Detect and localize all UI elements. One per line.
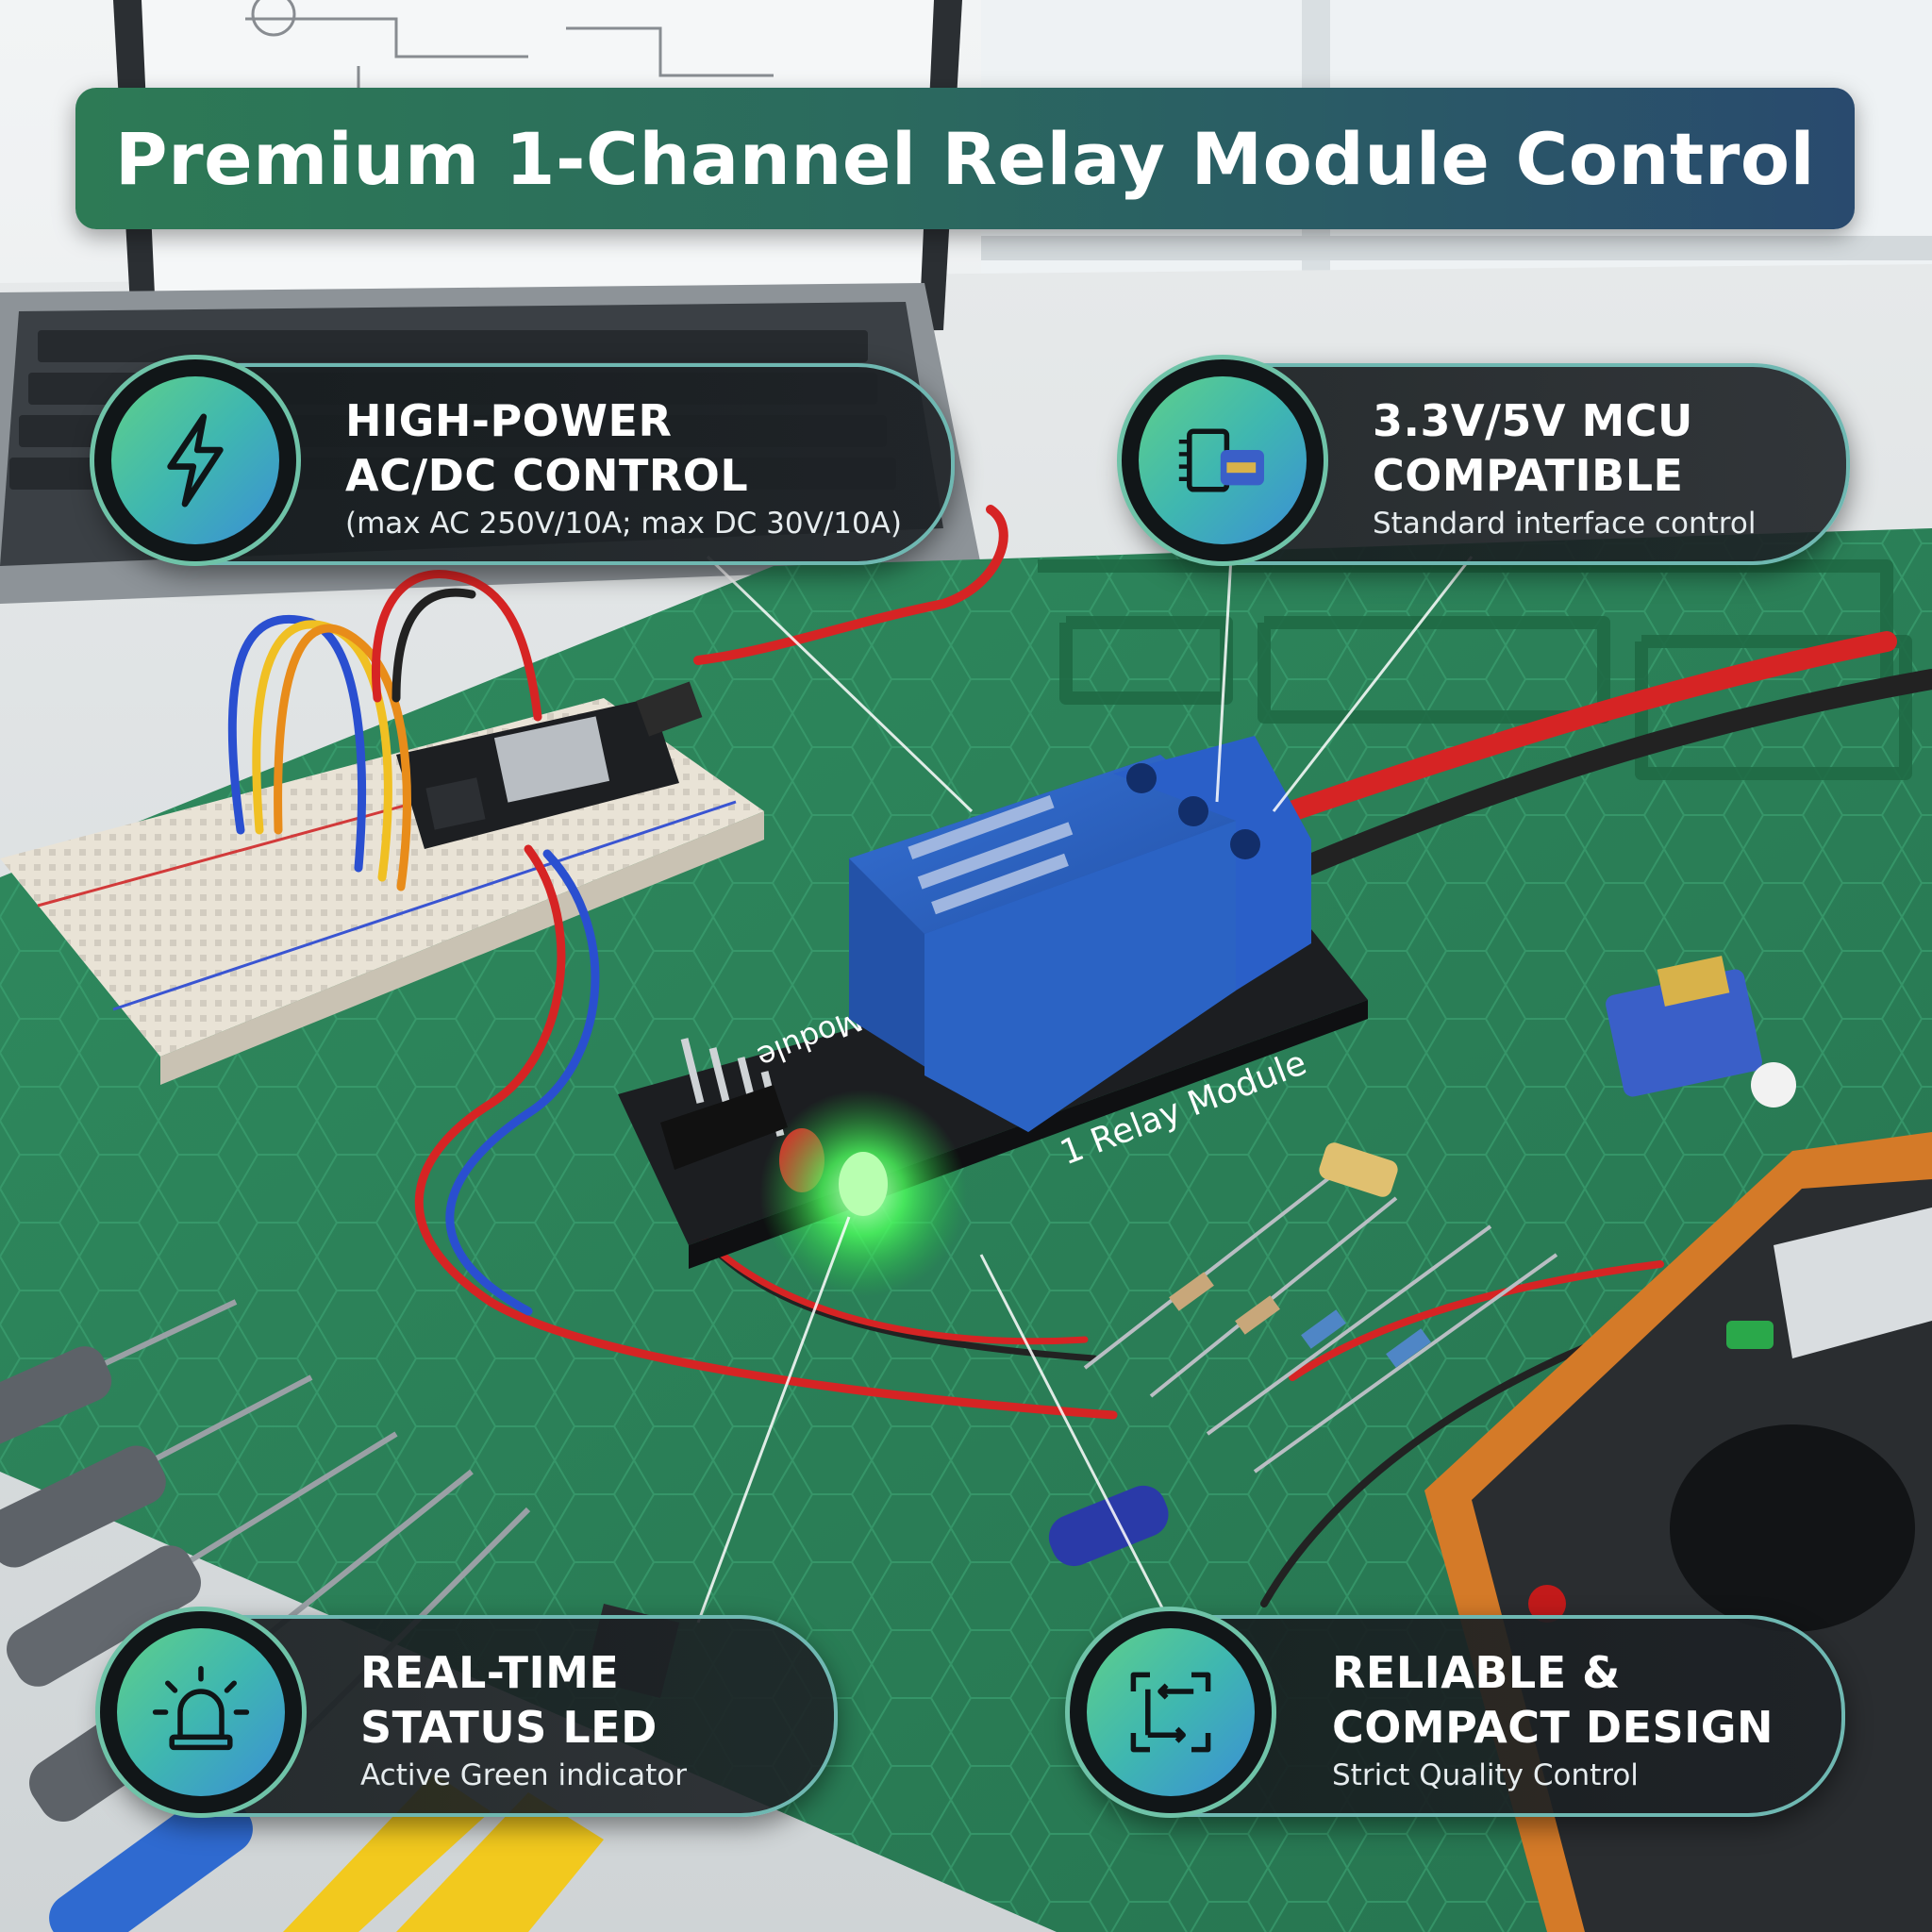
page-title: Premium 1-Channel Relay Module Control <box>114 116 1816 201</box>
lightning-bolt-icon <box>167 413 224 508</box>
callout-status-led-line1: REAL-TIME <box>360 1647 620 1698</box>
badge-mcu <box>1122 359 1324 561</box>
badge-design <box>1070 1611 1272 1813</box>
callout-mcu-sub: Standard interface control <box>1373 507 1757 541</box>
callout-high-power-sub: (max AC 250V/10A; max DC 30V/10A) <box>345 507 903 541</box>
microcontroller-board <box>396 681 703 849</box>
callout-status-led-line2: STATUS LED <box>360 1702 658 1753</box>
title-banner: Premium 1-Channel Relay Module Control <box>75 88 1855 229</box>
callout-mcu-line1: 3.3V/5V MCU <box>1373 395 1693 446</box>
callout-design: RELIABLE & COMPACT DESIGN Strict Quality… <box>1070 1611 1845 1817</box>
servo-motor <box>1606 956 1796 1108</box>
resistors <box>1083 1168 1558 1474</box>
badge-status-led <box>100 1611 302 1813</box>
beacon-light-icon <box>152 1666 250 1751</box>
chip-servo-icon <box>1178 428 1264 492</box>
callout-mcu-line2: COMPATIBLE <box>1373 450 1684 501</box>
callout-lines <box>696 555 1474 1624</box>
electrolytic-capacitor <box>1048 1485 1169 1567</box>
relay-module: 1 Relay Module Module <box>618 736 1368 1297</box>
capacitor-ceramic <box>1319 1142 1398 1197</box>
callout-status-led-sub: Active Green indicator <box>360 1758 687 1792</box>
callout-high-power-line1: HIGH-POWER <box>345 395 673 446</box>
callout-high-power-line2: AC/DC CONTROL <box>345 450 749 501</box>
callout-design-sub: Strict Quality Control <box>1332 1758 1639 1792</box>
callout-mcu: 3.3V/5V MCU COMPATIBLE Standard interfac… <box>1122 359 1850 565</box>
callout-high-power: HIGH-POWER AC/DC CONTROL (max AC 250V/10… <box>94 359 955 565</box>
compact-frame-icon <box>1130 1672 1211 1753</box>
callout-design-line1: RELIABLE & <box>1332 1647 1621 1698</box>
badge-high-power <box>94 359 296 561</box>
callout-status-led: REAL-TIME STATUS LED Active Green indica… <box>100 1611 838 1817</box>
callout-design-line2: COMPACT DESIGN <box>1332 1702 1774 1753</box>
